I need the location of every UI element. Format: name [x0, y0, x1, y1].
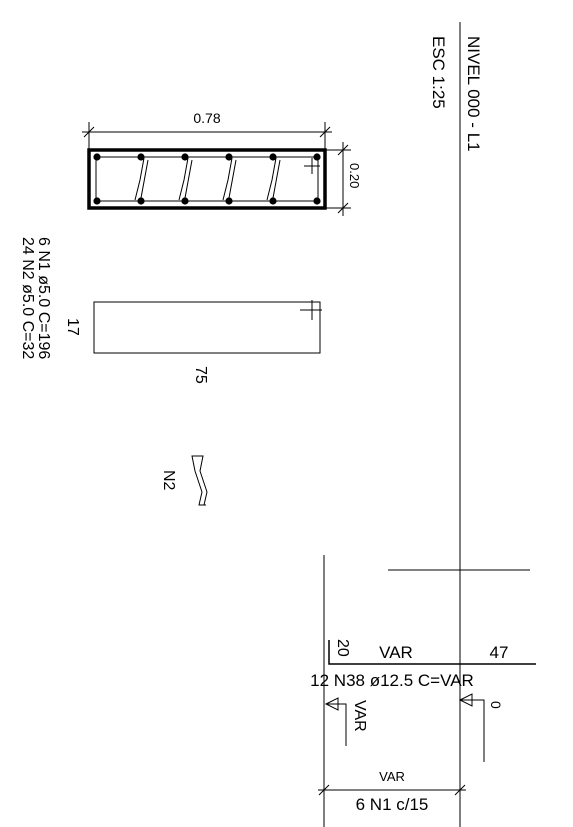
longitudinal-spec: 12 N38 ø12.5 C=VAR — [310, 671, 474, 690]
right-marker-label: 0 — [488, 701, 504, 709]
section-width-label: 0.78 — [193, 110, 220, 126]
stirrup-leg-3 — [222, 157, 233, 201]
stirrup-shape: 17 75 — [64, 300, 322, 384]
right-section-marker: 0 — [458, 693, 504, 762]
right-length: 47 — [490, 643, 509, 662]
scale-label: ESC 1:25 — [429, 36, 448, 109]
stirrup-leg-inner-2 — [184, 159, 193, 199]
rebar-top-3 — [181, 153, 189, 161]
rebar-top-4 — [225, 153, 233, 161]
stirrup-leg-inner-4 — [272, 159, 281, 199]
left-marker-label: VAR — [351, 700, 368, 732]
rebar-top-2 — [137, 153, 145, 161]
section-outline — [87, 148, 327, 210]
stirrup-span-spec: 6 N1 c/15 — [356, 795, 429, 814]
beam-cross-section — [87, 148, 327, 210]
rebar-bottom-1 — [93, 197, 101, 205]
rebar-bottom-6 — [313, 197, 321, 205]
n2-label: N2 — [160, 470, 177, 491]
stirrup-short-side: 17 — [64, 318, 81, 336]
rebar-list-line-2: 24 N2 ø5.0 C=32 — [19, 237, 36, 359]
section-rebars — [93, 153, 321, 205]
stirrup-span-dimension: VAR 6 N1 c/15 — [318, 769, 466, 814]
longitudinal-bar: 20 VAR 47 12 N38 ø12.5 C=VAR — [310, 639, 536, 690]
section-width-dimension: 0.78 — [82, 110, 332, 150]
rebar-bottom-5 — [269, 197, 277, 205]
level-title: NIVEL 000 - L1 — [464, 36, 483, 152]
stirrup-leg-1 — [134, 157, 145, 201]
stirrup-leg-inner-3 — [228, 159, 237, 199]
section-height-dimension: 0.20 — [325, 142, 362, 216]
mid-length: VAR — [379, 643, 413, 662]
rebar-bottom-2 — [137, 197, 145, 205]
rebar-top-6 — [313, 153, 321, 161]
stirrup-leg-2 — [178, 157, 189, 201]
stirrup-long-side: 75 — [192, 366, 209, 384]
left-hook-length: 20 — [334, 639, 351, 657]
stirrup-leg-inner-1 — [140, 159, 149, 199]
stirrup-leg-4 — [266, 157, 277, 201]
section-height-label: 0.20 — [347, 163, 362, 188]
rebar-top-1 — [93, 153, 101, 161]
rebar-list-line-1: 6 N1 ø5.0 C=196 — [35, 237, 52, 359]
rebar-top-5 — [269, 153, 277, 161]
left-section-marker: VAR — [324, 697, 368, 746]
rebar-bottom-4 — [225, 197, 233, 205]
section-stirrup — [95, 156, 319, 202]
rebar-bottom-3 — [181, 197, 189, 205]
n2-hook-piece: N2 — [160, 455, 208, 506]
stirrup-span-dim: VAR — [379, 769, 405, 784]
